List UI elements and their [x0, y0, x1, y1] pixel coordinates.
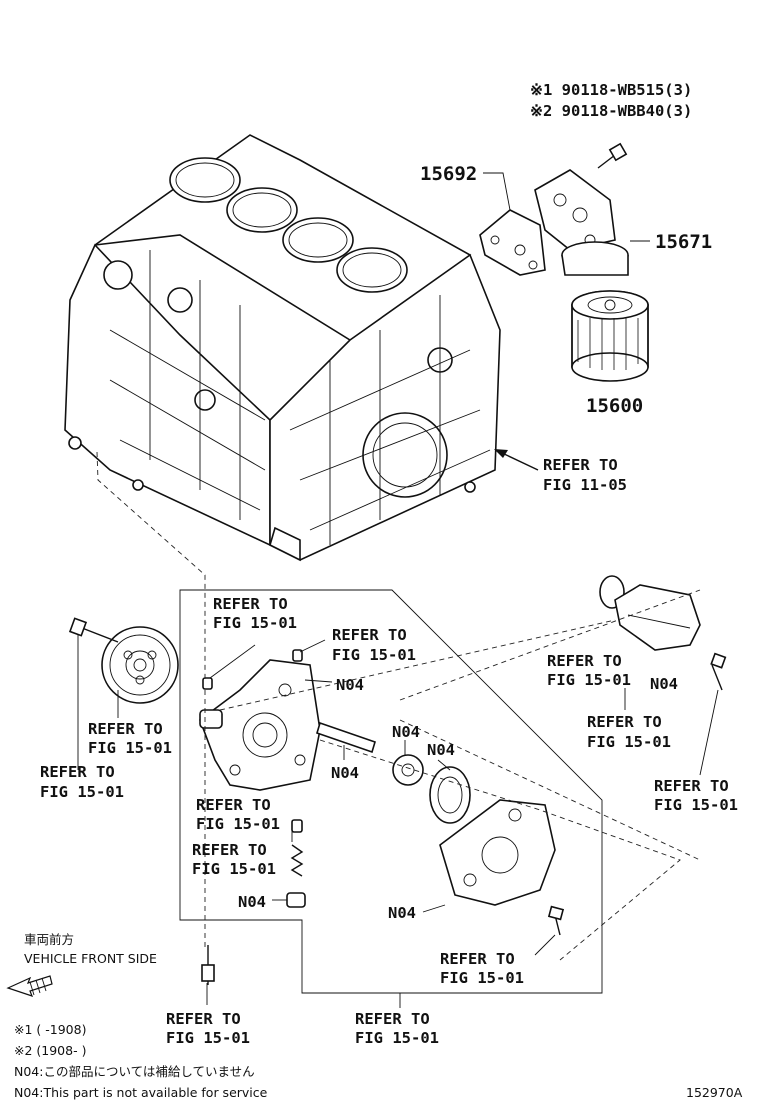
refer-label-strainer-l1: REFER TO [547, 652, 622, 670]
oil-pump-group [199, 649, 565, 985]
refer-label-dowel-l1: REFER TO [213, 595, 288, 613]
refer-label-strainer2-l1: REFER TO [587, 713, 662, 731]
n04-pump-body: N04 [336, 676, 364, 694]
part-number-15671: 15671 [655, 231, 712, 253]
refer-label-pin-l1: REFER TO [332, 626, 407, 644]
refer-label-cover-bolt-l2: FIG 15-01 [440, 969, 524, 987]
vehicle-front-jp: 車両前方 [24, 932, 74, 947]
part-number-15600: 15600 [586, 395, 643, 417]
refer-label-block-l1: REFER TO [543, 456, 618, 474]
part-number-15692: 15692 [420, 163, 477, 185]
oil-strainer-group [599, 575, 727, 691]
refer-label-strainer-bolt-l2: FIG 15-01 [654, 796, 738, 814]
n04-gear: N04 [392, 723, 420, 741]
n04-strainer: N04 [650, 675, 678, 693]
figure-id: 152970A [686, 1085, 743, 1100]
bolt-note-1: ※1 90118-WB515(3) [530, 81, 692, 99]
refer-label-strainer-l2: FIG 15-01 [547, 671, 631, 689]
callout-lines [77, 172, 719, 1008]
refer-label-sprocket-bolt-l1: REFER TO [40, 763, 115, 781]
refer-label-spring-l2: FIG 15-01 [192, 860, 276, 878]
refer-label-pin2-l1: REFER TO [196, 796, 271, 814]
n04-plug: N04 [238, 893, 266, 911]
refer-label-pin-l2: FIG 15-01 [332, 646, 416, 664]
refer-label-spring-l1: REFER TO [192, 841, 267, 859]
n04-cover: N04 [388, 904, 416, 922]
legend-note-1: ※1 ( -1908) [14, 1022, 86, 1037]
n04-rotor: N04 [427, 741, 455, 759]
front-direction-arrow [6, 975, 53, 997]
sprocket-drawing [68, 617, 179, 704]
refer-label-pin2-l2: FIG 15-01 [196, 815, 280, 833]
vehicle-front-en: VEHICLE FRONT SIDE [24, 951, 157, 966]
refer-label-block-l2: FIG 11-05 [543, 476, 627, 494]
oil-filter-group [479, 142, 649, 382]
refer-label-cover-bolt-l1: REFER TO [440, 950, 515, 968]
refer-label-group-l2: FIG 15-01 [355, 1029, 439, 1047]
refer-label-strainer2-l2: FIG 15-01 [587, 733, 671, 751]
refer-label-sprocket-bolt-l2: FIG 15-01 [40, 783, 124, 801]
n04-shaft: N04 [331, 764, 359, 782]
refer-label-long-bolt-l2: FIG 15-01 [166, 1029, 250, 1047]
refer-label-sprocket-l1: REFER TO [88, 720, 163, 738]
refer-label-dowel-l2: FIG 15-01 [213, 614, 297, 632]
refer-label-strainer-bolt-l1: REFER TO [654, 777, 729, 795]
legend-note-2: ※2 (1908- ) [14, 1043, 86, 1058]
legend-note-4: N04:This part is not available for servi… [14, 1085, 268, 1100]
refer-label-group-l1: REFER TO [355, 1010, 430, 1028]
bolt-note-2: ※2 90118-WBB40(3) [530, 102, 692, 120]
refer-label-sprocket-l2: FIG 15-01 [88, 739, 172, 757]
refer-label-long-bolt-l1: REFER TO [166, 1010, 241, 1028]
engine-block-drawing [64, 134, 501, 562]
legend-note-3: N04:この部品については補給していません [14, 1064, 255, 1079]
